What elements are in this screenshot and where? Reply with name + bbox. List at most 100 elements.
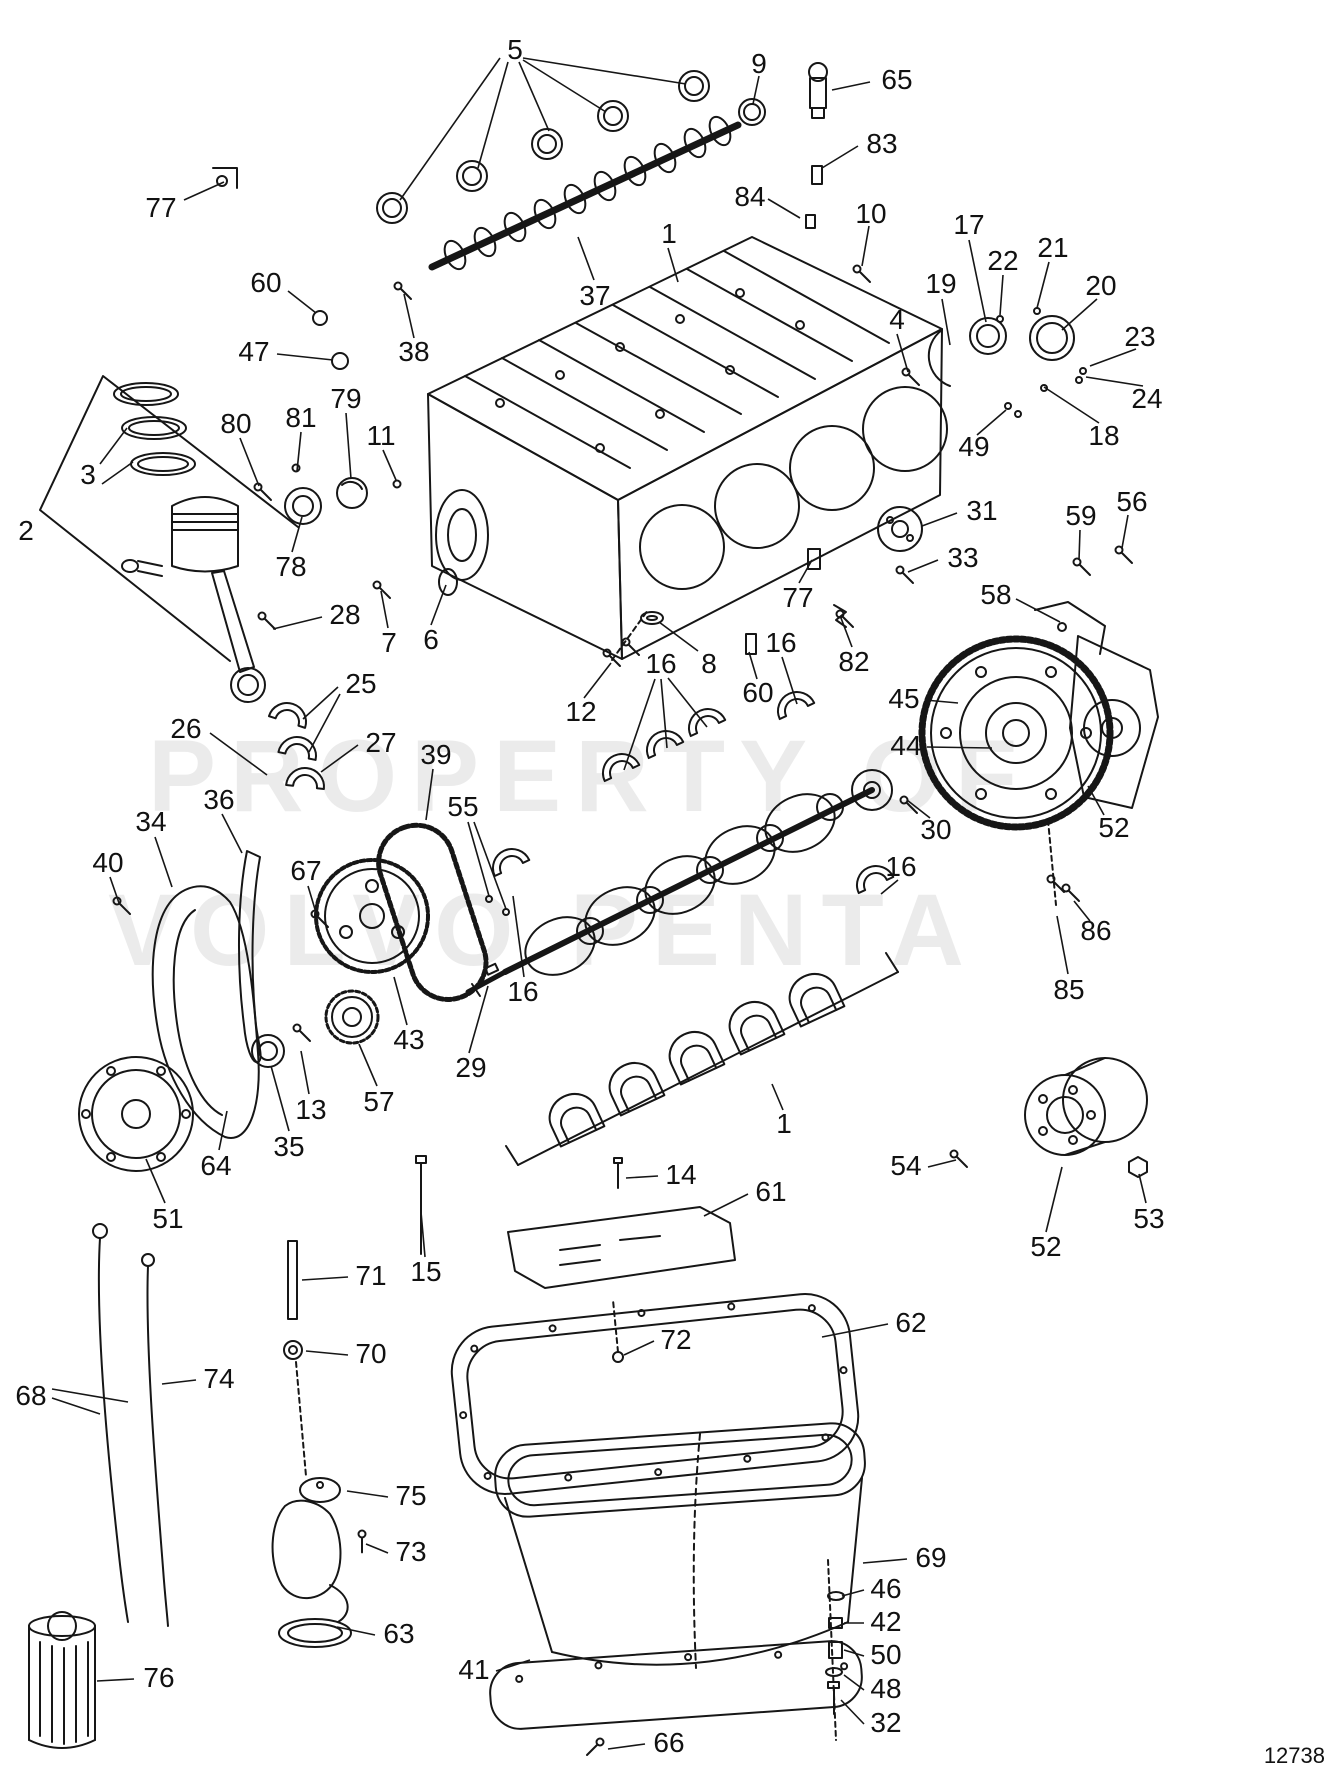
leader-line bbox=[840, 1699, 865, 1725]
part-number-label: 60 bbox=[742, 677, 774, 708]
part-number-label: 29 bbox=[455, 1052, 487, 1083]
leader-line bbox=[843, 1649, 865, 1657]
leader-line bbox=[365, 1543, 389, 1554]
leader-line bbox=[1087, 785, 1105, 816]
piston-group-drawing bbox=[39, 375, 327, 790]
small-plugs-drawing bbox=[212, 167, 412, 525]
leader-line bbox=[583, 662, 612, 699]
leader-line bbox=[99, 427, 128, 465]
part-number-label: 63 bbox=[383, 1618, 415, 1649]
diagram-id-number: 12738 bbox=[1263, 1743, 1325, 1768]
leader-line bbox=[667, 247, 679, 283]
oil-pan-drawing bbox=[494, 1422, 866, 1669]
leader-line bbox=[941, 298, 951, 346]
part-number-label: 14 bbox=[665, 1159, 697, 1190]
part-number-label: 68 bbox=[15, 1380, 47, 1411]
leader-line bbox=[430, 584, 447, 626]
leader-line bbox=[767, 198, 801, 219]
part-number-label: 42 bbox=[870, 1606, 902, 1637]
part-number-label: 79 bbox=[330, 383, 362, 414]
part-number-label: 22 bbox=[987, 245, 1019, 276]
part-number-label: 1 bbox=[776, 1108, 792, 1139]
leader-line bbox=[843, 1674, 865, 1691]
leader-line bbox=[1056, 915, 1069, 975]
part-number-label: 38 bbox=[398, 336, 430, 367]
front-plate-hardware-drawing bbox=[372, 568, 664, 667]
part-number-label: 53 bbox=[1133, 1203, 1165, 1234]
part-number-label: 28 bbox=[329, 599, 361, 630]
part-number-label: 37 bbox=[579, 280, 611, 311]
leader-line bbox=[239, 437, 260, 487]
leader-line bbox=[752, 75, 760, 105]
leader-line bbox=[382, 449, 397, 481]
part-number-label: 49 bbox=[958, 431, 990, 462]
part-number-label: 1 bbox=[661, 218, 677, 249]
leader-line bbox=[926, 746, 993, 749]
part-number-label: 43 bbox=[393, 1024, 425, 1055]
leader-line bbox=[667, 677, 708, 728]
part-number-label: 19 bbox=[925, 268, 957, 299]
leader-line bbox=[623, 678, 656, 771]
leader-line bbox=[109, 876, 120, 904]
leader-line bbox=[660, 678, 668, 749]
leader-line bbox=[305, 1350, 349, 1356]
leader-line bbox=[302, 686, 339, 720]
part-number-label: 7 bbox=[381, 627, 397, 658]
leader-line bbox=[968, 239, 987, 323]
leader-line bbox=[1043, 386, 1100, 424]
leader-line bbox=[658, 621, 699, 652]
part-number-label: 16 bbox=[507, 976, 539, 1007]
part-number-label: 13 bbox=[295, 1094, 327, 1125]
leader-line bbox=[1036, 261, 1050, 309]
part-number-label: 83 bbox=[866, 128, 898, 159]
leader-line bbox=[831, 81, 871, 91]
leader-line bbox=[272, 616, 323, 630]
part-number-label: 20 bbox=[1085, 270, 1117, 301]
part-number-label: 80 bbox=[220, 408, 252, 439]
part-number-label: 3 bbox=[80, 459, 96, 490]
rear-seal-group-drawing bbox=[927, 307, 1087, 418]
camshaft-drawing bbox=[428, 115, 742, 271]
leader-line bbox=[623, 1340, 655, 1356]
leader-line bbox=[320, 744, 359, 773]
part-number-label: 67 bbox=[290, 855, 322, 886]
leader-line bbox=[821, 145, 859, 169]
leader-line bbox=[522, 59, 607, 113]
distributor-drive-drawing bbox=[807, 506, 923, 628]
part-number-label: 56 bbox=[1116, 486, 1148, 517]
part-number-label: 85 bbox=[1053, 974, 1085, 1005]
part-number-label: 77 bbox=[782, 582, 814, 613]
leader-line bbox=[906, 799, 931, 819]
leader-line bbox=[468, 985, 489, 1054]
part-number-label: 50 bbox=[870, 1639, 902, 1670]
leader-line bbox=[518, 61, 550, 132]
part-number-label: 81 bbox=[285, 402, 317, 433]
part-number-label: 48 bbox=[870, 1673, 902, 1704]
part-number-label: 41 bbox=[458, 1654, 490, 1685]
part-number-label: 64 bbox=[200, 1150, 232, 1181]
part-number-label: 45 bbox=[888, 683, 920, 714]
misc-bolts-drawing bbox=[745, 367, 920, 655]
part-number-label: 71 bbox=[355, 1260, 387, 1291]
leader-line bbox=[1078, 529, 1081, 561]
part-number-label: 76 bbox=[143, 1662, 175, 1693]
leader-line bbox=[96, 1678, 135, 1682]
part-number-label: 47 bbox=[238, 336, 270, 367]
part-number-label: 52 bbox=[1030, 1231, 1062, 1262]
part-number-label: 57 bbox=[363, 1086, 395, 1117]
pump-shaft-hardware-drawing bbox=[283, 1155, 427, 1477]
timing-drive-drawing bbox=[112, 822, 510, 1139]
flywheel-drawing bbox=[899, 545, 1159, 906]
leader-line bbox=[467, 821, 490, 897]
leader-line bbox=[399, 57, 501, 201]
leader-line bbox=[999, 274, 1004, 316]
part-number-label: 26 bbox=[170, 713, 202, 744]
part-number-label: 10 bbox=[855, 198, 887, 229]
leader-line bbox=[1061, 298, 1098, 331]
leader-line bbox=[300, 1050, 310, 1095]
leader-line bbox=[380, 590, 389, 629]
leader-line bbox=[1089, 348, 1137, 367]
part-number-label: 23 bbox=[1124, 321, 1156, 352]
